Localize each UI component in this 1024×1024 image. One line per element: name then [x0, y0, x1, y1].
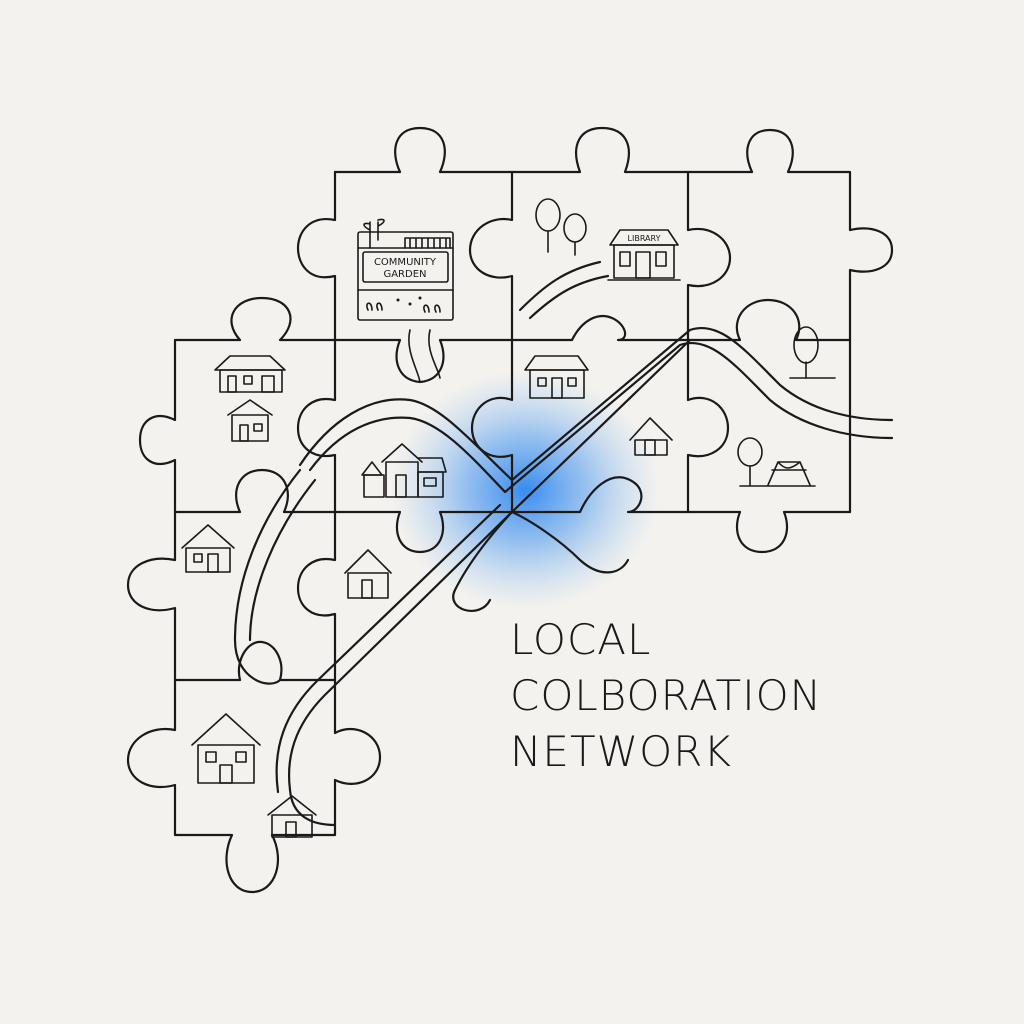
road-diagonal-b [308, 342, 894, 494]
network-title: LOCAL COLBORATION NETWORK [510, 612, 822, 780]
road-center-southwest-b [275, 503, 502, 794]
hub-glow [390, 370, 660, 610]
title-line-1: LOCAL [510, 615, 652, 664]
puzzle-col-0 [296, 338, 337, 682]
garden-path [408, 329, 441, 383]
garden-icon: COMMUNITY GARDEN [357, 218, 454, 321]
puzzle-col-2 [686, 170, 732, 514]
road-diagonal-a [298, 327, 894, 482]
puzzle-left-column-outer-edge [126, 170, 382, 894]
road-curve-top [518, 260, 602, 312]
tree-icon [535, 198, 587, 256]
puzzle-row-1 [333, 298, 852, 384]
tree-icon [789, 326, 836, 379]
puzzle-top-row-edge [333, 126, 894, 342]
garden-label-line1: COMMUNITY [374, 257, 437, 268]
title-line-2: COLBORATION [510, 671, 823, 720]
road-loop-a [233, 468, 302, 685]
title-line-3: NETWORK [510, 727, 732, 776]
library-icon: LIBRARY [607, 229, 681, 281]
road-loop-b [248, 478, 317, 642]
puzzle-row-3 [173, 640, 337, 682]
road-curve-top-b [528, 274, 610, 320]
puzzle-center-tab [510, 510, 630, 574]
puzzle-center-tab-2 [452, 510, 514, 612]
playground-icon [737, 437, 816, 487]
house-icon [181, 355, 673, 838]
road-center-northeast [510, 338, 692, 514]
garden-label-line2: GARDEN [383, 269, 426, 280]
library-label: LIBRARY [628, 234, 661, 243]
puzzle-row-2 [173, 468, 852, 554]
